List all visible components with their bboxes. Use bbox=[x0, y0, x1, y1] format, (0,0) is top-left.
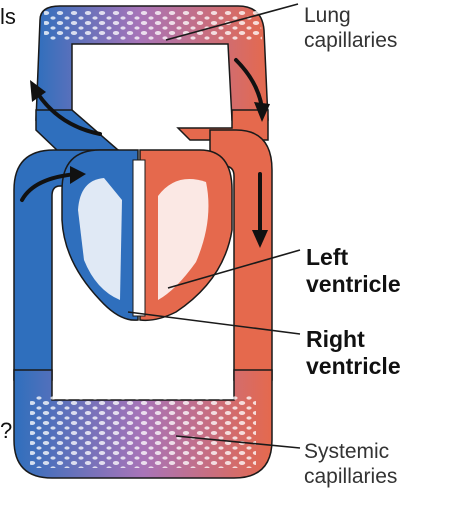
arrow-icon bbox=[30, 80, 46, 102]
pointer-lines bbox=[127, 3, 301, 449]
left-ventricle-label: Left ventricle bbox=[306, 244, 401, 298]
right-ventricle-pointer-line bbox=[127, 311, 301, 335]
arrow-icon bbox=[36, 92, 102, 136]
arrow-icon bbox=[252, 230, 268, 248]
heart bbox=[61, 149, 233, 322]
arrowheads bbox=[30, 80, 270, 248]
right-ventricle-label-line1: Right bbox=[306, 326, 365, 352]
cropped-question-mark: ? bbox=[0, 418, 13, 443]
systemic-pointer-line bbox=[175, 435, 301, 449]
right-ventricle-label-line2: ventricle bbox=[306, 353, 401, 380]
left-ventricle-pointer-line bbox=[167, 249, 301, 289]
systemic-capillaries-label: Systemic capillaries bbox=[304, 440, 397, 490]
right-ventricle-label: Right ventricle bbox=[306, 326, 401, 380]
cropped-text-fragment: ls bbox=[0, 4, 16, 29]
arrow-icon bbox=[254, 102, 270, 122]
lung-pointer-line bbox=[165, 3, 299, 41]
lung-label-line2: capillaries bbox=[304, 28, 398, 52]
systemic-label-line1: Systemic bbox=[304, 440, 390, 463]
left-ventricle-label-line2: ventricle bbox=[306, 271, 401, 298]
left-ventricle-label-line1: Left bbox=[306, 244, 349, 270]
left-ventricle-chamber bbox=[158, 179, 209, 300]
systemic-circuit bbox=[13, 129, 273, 479]
systemic-label-line2: capillaries bbox=[304, 464, 398, 488]
right-ventricle-chamber bbox=[78, 178, 122, 300]
arrow-icon bbox=[20, 172, 78, 202]
lung-label-line1: Lung bbox=[304, 4, 351, 27]
lung-capillaries-label: Lung capillaries bbox=[304, 4, 397, 54]
arrow-icon bbox=[70, 166, 86, 184]
